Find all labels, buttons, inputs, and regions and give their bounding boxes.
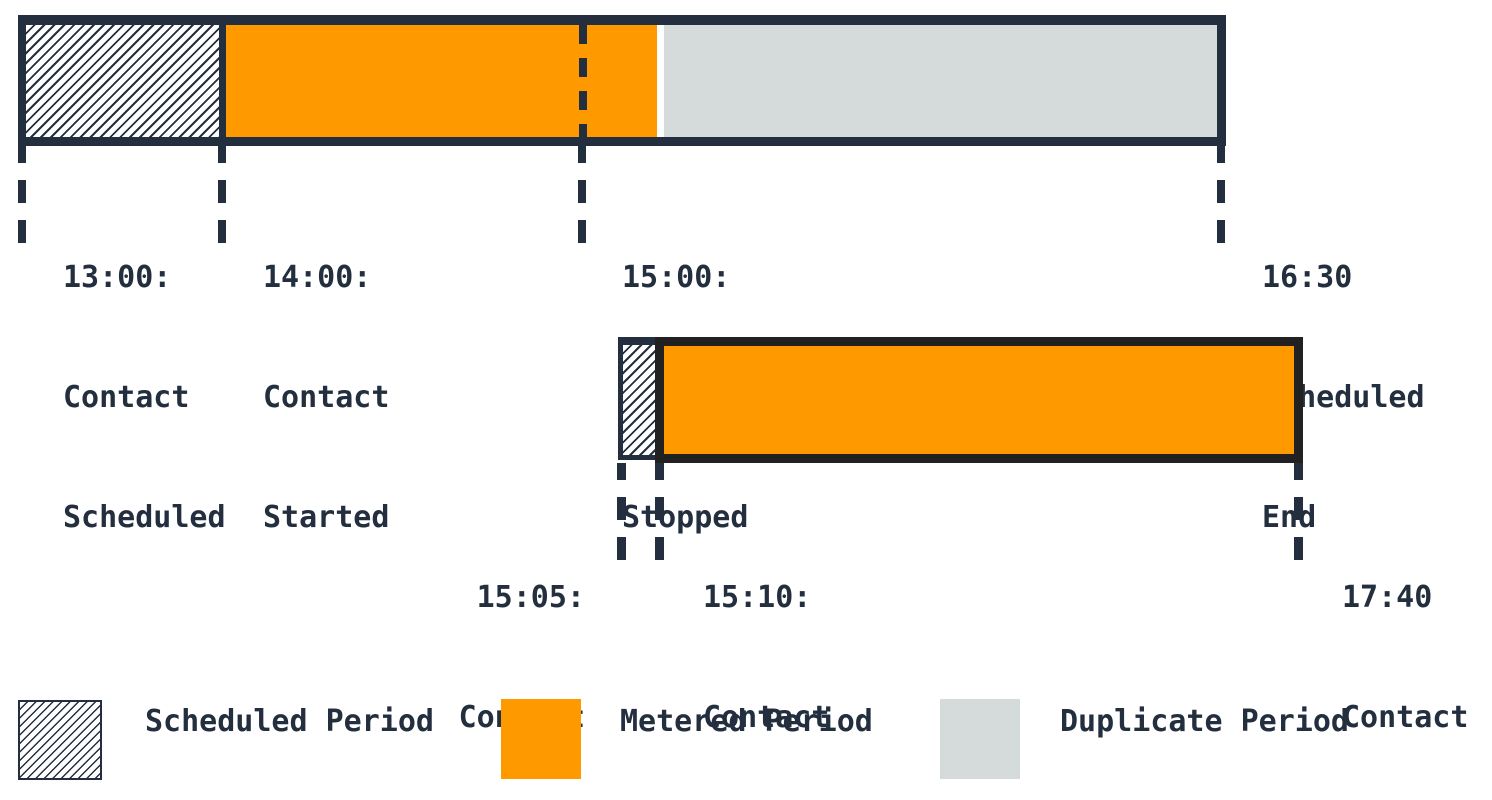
contact1-timeline-bar: [18, 15, 1226, 146]
legend-label-scheduled-period: Scheduled Period: [145, 704, 434, 739]
scheduled-period-swatch: [18, 700, 102, 780]
label-line: 15:10:: [703, 580, 812, 615]
label-line: Contact: [63, 380, 190, 415]
tick-15-10: [655, 463, 664, 560]
label-contact1-scheduled: 13:00: Contact Scheduled: [63, 178, 226, 618]
tick-16-30: [1217, 146, 1225, 243]
contact1-metered-period-segment: [226, 25, 657, 137]
label-line: 14:00:: [263, 260, 372, 295]
tick-14-00: [218, 146, 226, 243]
label-line: Stopped: [622, 500, 749, 535]
tick-15-05: [617, 463, 626, 560]
legend-label-metered-period: Metered Period: [620, 704, 873, 739]
label-line: 15:05:: [476, 580, 585, 615]
label-line: End: [1262, 500, 1317, 535]
contact1-duplicate-period-segment: [664, 25, 1217, 137]
metered-period-swatch: [501, 699, 581, 779]
contact1-gap-segment: [657, 25, 664, 137]
contact1-scheduled-period-segment: [26, 25, 219, 137]
label-line: Contact: [1342, 700, 1469, 735]
label-line: Contact: [263, 380, 390, 415]
label-line: Scheduled: [63, 500, 226, 535]
tick-15-00: [578, 146, 586, 243]
legend-label-duplicate-period: Duplicate Period: [1060, 704, 1349, 739]
label-line: 17:40: [1342, 580, 1433, 615]
label-line: 16:30: [1262, 260, 1353, 295]
label-line: Contact: [703, 700, 830, 735]
label-contact2-started: 15:10: Contact Started: [703, 498, 829, 800]
contact1-start-divider: [219, 25, 226, 137]
contact1-stopped-dashed-line: [579, 25, 587, 137]
tick-17-40: [1294, 463, 1303, 560]
label-line: Started: [263, 500, 390, 535]
tick-13-00: [18, 146, 26, 243]
label-contact2-ended: 17:40 Contact Ended: [1342, 498, 1468, 800]
label-line: 13:00:: [63, 260, 172, 295]
duplicate-period-swatch: [940, 699, 1020, 779]
contact2-metered-period-segment: [655, 337, 1303, 463]
label-contact1-started: 14:00: Contact Started: [263, 178, 389, 618]
label-line: 15:00:: [622, 260, 731, 295]
